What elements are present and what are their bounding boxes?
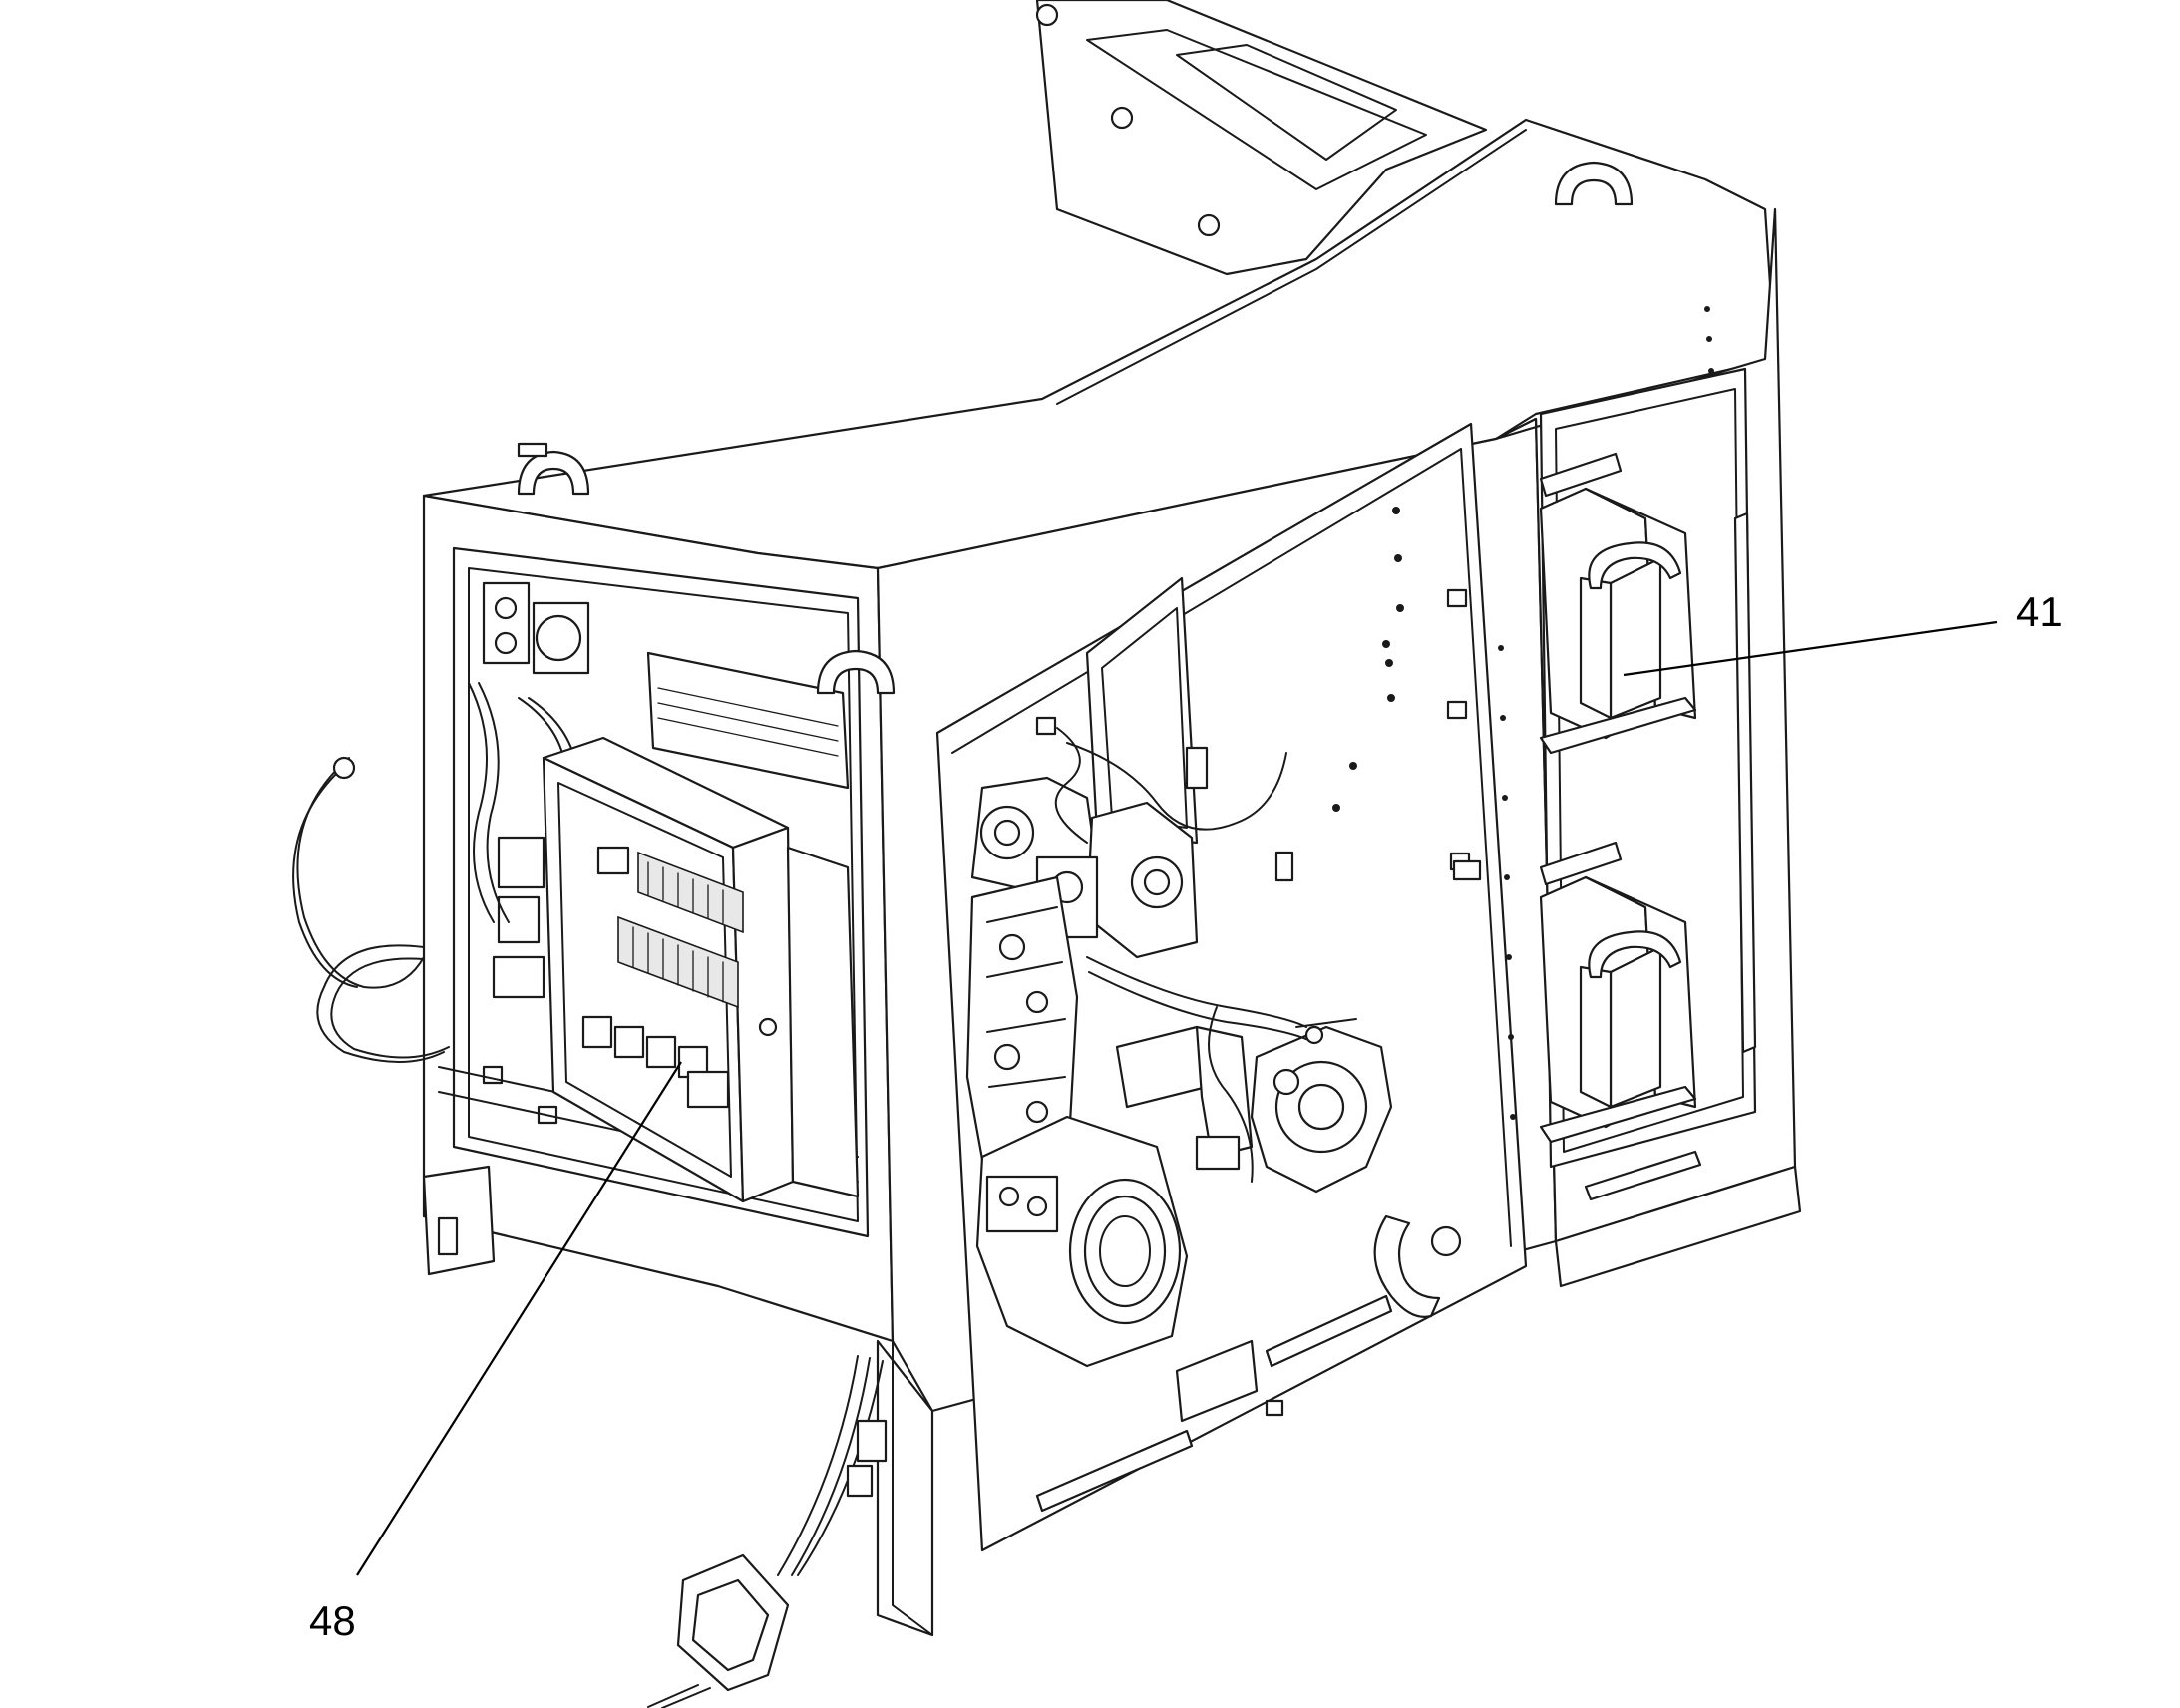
callout-41: 41 bbox=[1623, 588, 2063, 677]
front-panel-details bbox=[816, 422, 1528, 1552]
callout-48: 48 bbox=[309, 1061, 682, 1644]
top-lift-frame bbox=[1035, 0, 1488, 276]
callout-48-leader bbox=[356, 1061, 682, 1576]
bottom-harness bbox=[647, 1355, 888, 1708]
callout-48-label: 48 bbox=[309, 1597, 356, 1644]
callout-41-label: 41 bbox=[2016, 588, 2063, 635]
callout-41-leader bbox=[1623, 620, 1998, 677]
control-box bbox=[542, 736, 860, 1203]
